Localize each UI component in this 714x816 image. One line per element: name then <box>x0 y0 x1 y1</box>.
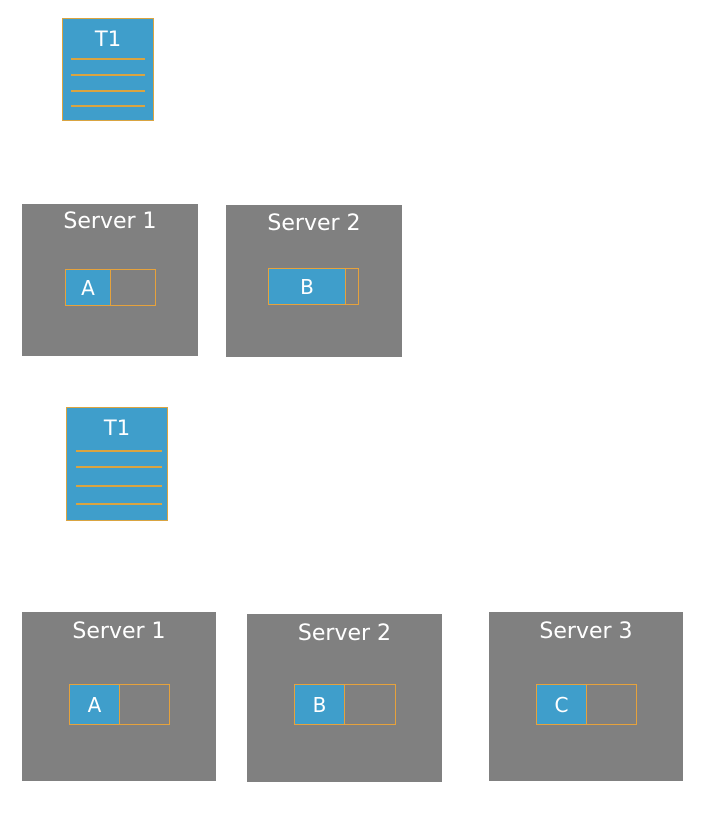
server-title: Server 1 <box>72 619 166 644</box>
server-2-bottom: Server 2 B <box>247 614 442 782</box>
partition-slot: A <box>65 269 156 306</box>
partition-label: A <box>66 270 110 305</box>
partition-label: B <box>295 685 344 724</box>
server-title: Server 1 <box>63 209 157 234</box>
server-1-bottom: Server 1 A <box>22 612 216 781</box>
table-row-line <box>76 450 162 452</box>
table-row-line <box>71 105 145 107</box>
partition-slot: C <box>536 684 637 725</box>
table-row-line <box>76 466 162 468</box>
partition-slot: A <box>69 684 170 725</box>
table-t1-bottom: T1 <box>66 407 168 521</box>
table-row-line <box>71 90 145 92</box>
server-2-top: Server 2 B <box>226 205 402 357</box>
partition-slot: B <box>268 268 359 305</box>
table-row-line <box>71 58 145 60</box>
table-row-line <box>76 503 162 505</box>
partition-slot: B <box>294 684 396 725</box>
table-label: T1 <box>94 27 122 51</box>
table-row-line <box>71 74 145 76</box>
table-t1-top: T1 <box>62 18 154 121</box>
partition-label: A <box>70 685 119 724</box>
server-3-bottom: Server 3 C <box>489 612 683 781</box>
server-title: Server 2 <box>297 621 392 646</box>
partition-free-space <box>110 270 155 305</box>
partition-label: C <box>537 685 586 724</box>
partition-free-space <box>344 685 395 724</box>
partition-free-space <box>345 269 358 304</box>
server-title: Server 3 <box>539 619 633 644</box>
partition-label: B <box>269 269 345 304</box>
server-title: Server 2 <box>267 211 361 236</box>
partition-free-space <box>586 685 636 724</box>
partition-free-space <box>119 685 169 724</box>
server-1-top: Server 1 A <box>22 204 198 356</box>
table-label: T1 <box>103 416 131 440</box>
table-row-line <box>76 485 162 487</box>
